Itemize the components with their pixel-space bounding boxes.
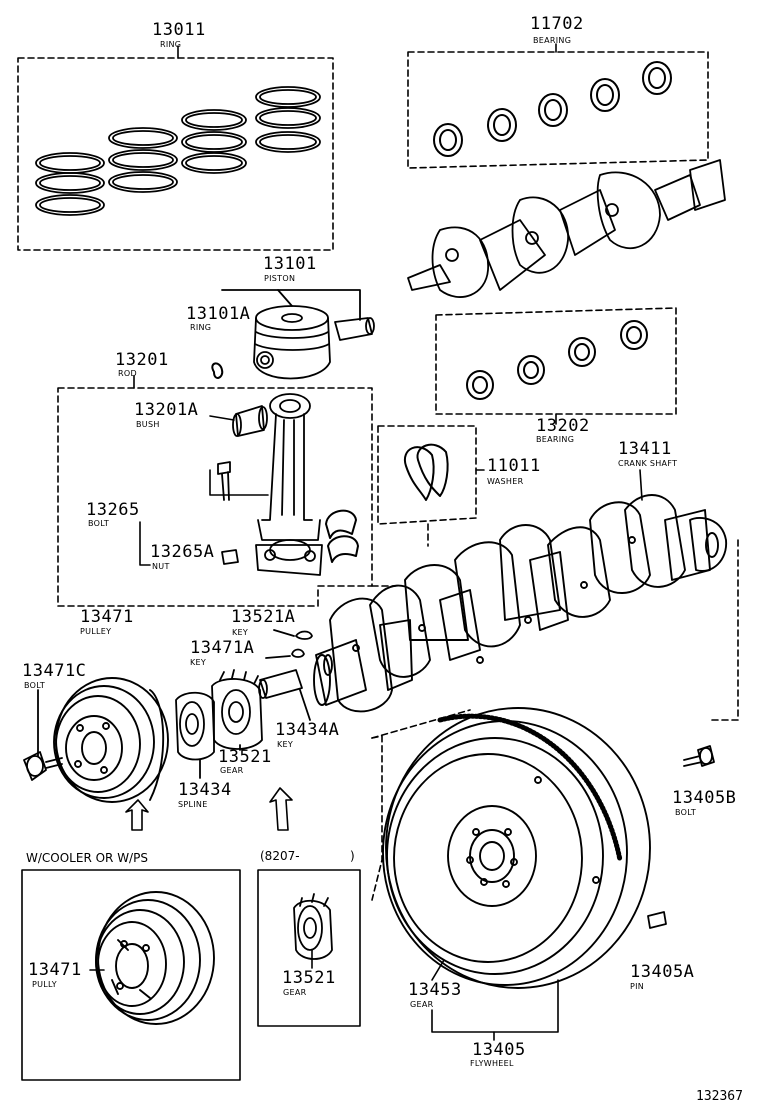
flywheel-bolt bbox=[683, 745, 715, 767]
part-13101a-name: RING bbox=[190, 323, 212, 332]
part-13405b-number: 13405B bbox=[672, 788, 737, 808]
part-13201-name: ROD bbox=[118, 369, 137, 378]
part-13405-number: 13405 bbox=[472, 1040, 526, 1060]
flywheel-leader bbox=[431, 979, 559, 1033]
part-13521-name: GEAR bbox=[220, 766, 244, 775]
part-13453-number: 13453 bbox=[408, 980, 462, 1000]
part-13405-name: FLYWHEEL bbox=[470, 1059, 514, 1068]
flywheel bbox=[382, 707, 651, 989]
rod-bearing-set bbox=[435, 307, 677, 425]
crankshaft-pulley bbox=[53, 677, 169, 803]
part-13471-number: 13471 bbox=[80, 607, 134, 627]
gear-leader bbox=[431, 959, 445, 981]
part-13201-number: 13201 bbox=[115, 350, 169, 370]
part-13434a-number: 13434A bbox=[275, 720, 340, 740]
pulley-bolt bbox=[23, 689, 63, 781]
part-13453-name: GEAR bbox=[410, 1000, 434, 1009]
part-13011-number: 13011 bbox=[152, 20, 206, 40]
part-13101-number: 13101 bbox=[263, 254, 317, 274]
part-13471a-name: KEY bbox=[190, 658, 207, 667]
part-11702-name: BEARING bbox=[533, 36, 572, 45]
flywheel-pin bbox=[647, 911, 667, 929]
part-13521-number: 13521 bbox=[218, 747, 272, 767]
flywheel-mount-bracket bbox=[711, 539, 739, 721]
part-13201a-name: BUSH bbox=[136, 420, 160, 429]
date-box-close: ) bbox=[350, 849, 355, 863]
part-13405a-number: 13405A bbox=[630, 962, 695, 982]
part-13471c-number: 13471C bbox=[22, 661, 87, 681]
piston-ring-set bbox=[17, 45, 334, 251]
part-13411-number: 13411 bbox=[618, 439, 672, 459]
part-13521-box-number: 13521 bbox=[282, 968, 336, 988]
assembly-arrow-icon-2 bbox=[269, 787, 293, 831]
part-13411-name: CRANK SHAFT bbox=[618, 459, 678, 468]
part-13202-number: 13202 bbox=[536, 416, 590, 436]
part-13405a-name: PIN bbox=[630, 982, 645, 991]
main-bearing-set bbox=[407, 43, 709, 169]
part-11011-number: 11011 bbox=[487, 456, 541, 476]
crankshaft bbox=[313, 494, 727, 713]
cooler-box-title: W/COOLER OR W/PS bbox=[26, 851, 148, 865]
crank-leader bbox=[639, 469, 643, 501]
part-13101a-number: 13101A bbox=[186, 304, 251, 324]
part-13434-number: 13434 bbox=[178, 780, 232, 800]
timing-gear bbox=[211, 669, 263, 751]
part-13434-name: SPLINE bbox=[178, 800, 208, 809]
part-13471-box-name: PULLY bbox=[32, 980, 57, 989]
flywheel-dashed-top bbox=[371, 709, 471, 739]
part-13265a-name: NUT bbox=[152, 562, 170, 571]
part-13201a-number: 13201A bbox=[134, 400, 199, 420]
part-11011-name: WASHER bbox=[487, 477, 524, 486]
part-13521-box-name: GEAR bbox=[283, 988, 307, 997]
part-13265-number: 13265 bbox=[86, 500, 140, 520]
part-13101-name: PISTON bbox=[264, 274, 296, 283]
part-13521a-name: KEY bbox=[232, 628, 249, 637]
cooler-pulley-box bbox=[21, 869, 241, 1081]
part-13521a-number: 13521A bbox=[231, 607, 296, 627]
key-parts bbox=[258, 629, 313, 721]
figure-id: 132367 bbox=[696, 1089, 743, 1104]
part-13434a-name: KEY bbox=[277, 740, 294, 749]
part-13265a-number: 13265A bbox=[150, 542, 215, 562]
flywheel-dashed-outline bbox=[371, 735, 383, 901]
crankshaft-upper-view bbox=[407, 159, 726, 298]
crank-spline bbox=[175, 691, 215, 779]
part-13202-name: BEARING bbox=[536, 435, 575, 444]
part-13265-name: BOLT bbox=[88, 519, 110, 528]
part-13471a-number: 13471A bbox=[190, 638, 255, 658]
part-11702-number: 11702 bbox=[530, 14, 584, 34]
part-13471c-name: BOLT bbox=[24, 681, 46, 690]
date-box-title: (8207- bbox=[260, 849, 300, 863]
part-13471-name: PULLEY bbox=[80, 627, 112, 636]
assembly-arrow-icon bbox=[125, 799, 149, 831]
gear-date-box bbox=[257, 869, 361, 1027]
piston-assembly bbox=[211, 289, 375, 380]
connecting-rod-assembly bbox=[57, 375, 373, 607]
part-13471-box-number: 13471 bbox=[28, 960, 82, 980]
part-13405b-name: BOLT bbox=[675, 808, 697, 817]
part-13011-name: RING bbox=[160, 40, 182, 49]
thrust-washer-set bbox=[377, 425, 485, 547]
